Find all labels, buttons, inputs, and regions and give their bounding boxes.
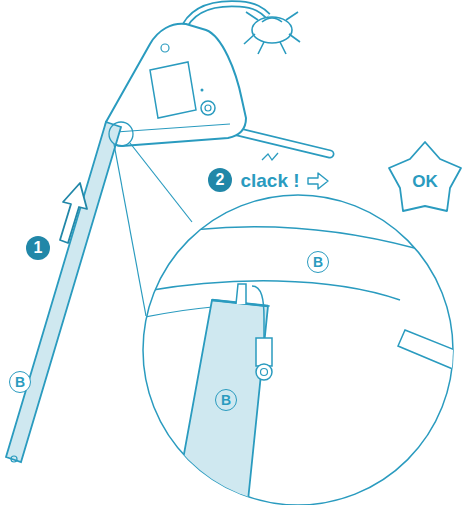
leader-line [114, 144, 146, 316]
tube-b [6, 122, 121, 462]
connector-plug [256, 338, 272, 366]
part-letter: B [9, 371, 31, 393]
sound-text: clack ! [240, 171, 299, 190]
push-arrow [60, 183, 87, 243]
connector-end [256, 364, 272, 380]
control-panel [150, 62, 196, 118]
mobile-toy [244, 12, 300, 54]
leader-line [130, 143, 192, 222]
starburst [389, 142, 461, 211]
speaker-dot [161, 44, 169, 52]
confirmation-text: OK [412, 173, 438, 190]
knob-center [205, 105, 211, 111]
callout-number: 1 [26, 236, 50, 260]
connector-socket [261, 369, 268, 376]
zoom-content [140, 227, 460, 505]
callout-number: 2 [208, 168, 232, 192]
detail-marker [109, 122, 133, 146]
knob [201, 101, 215, 115]
seat-housing [106, 24, 246, 146]
part-letter: B [307, 251, 329, 273]
wire [252, 286, 264, 338]
tube-end-hole [11, 456, 17, 462]
part-letter: B [215, 389, 237, 411]
sound-lines [262, 153, 278, 160]
indicator-dot [201, 89, 204, 92]
snap-clip [236, 284, 246, 304]
pointer-arrow [308, 173, 328, 189]
